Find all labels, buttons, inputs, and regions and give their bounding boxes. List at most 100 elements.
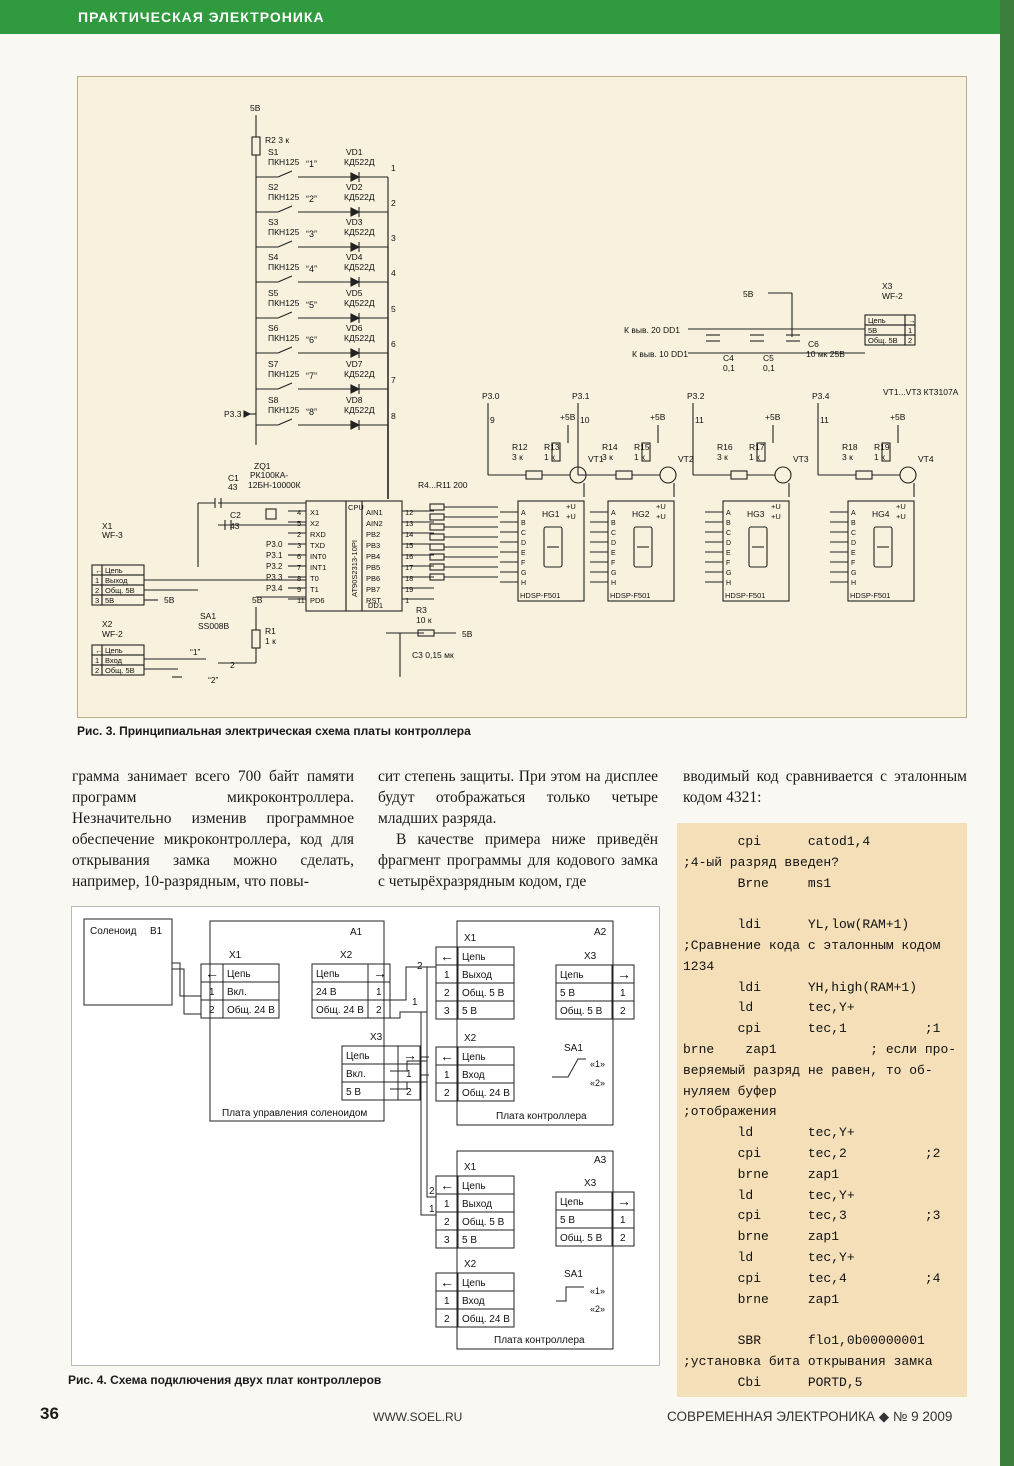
resistor-r3 xyxy=(417,629,435,637)
diode-label: VD7 xyxy=(346,359,363,369)
terminal-label: «1» xyxy=(590,1286,605,1296)
net-number: 4 xyxy=(391,268,396,278)
diode-label: VD2 xyxy=(346,182,363,192)
component-label: 3 к xyxy=(842,452,853,462)
pin-number: 2 xyxy=(417,961,423,972)
code-listing-background xyxy=(677,823,967,1397)
connector-pin: 2 xyxy=(209,1005,215,1016)
diode-symbol xyxy=(350,207,361,217)
connector-cell xyxy=(101,594,145,606)
pin-label: X1 xyxy=(310,508,319,517)
connector-text: 5 В xyxy=(560,988,575,999)
connector-pin: 1 xyxy=(620,1215,626,1226)
connector-cell xyxy=(457,1000,515,1020)
port-label: P3.3 xyxy=(224,409,242,419)
connector-title: X3 xyxy=(584,1178,597,1189)
component-label: РК100КА- xyxy=(250,470,288,480)
diode-label: VD3 xyxy=(346,217,363,227)
paragraph: сит степень защиты. При этом на дисплее … xyxy=(378,768,658,827)
connector-cell xyxy=(222,999,280,1019)
net-number: 1 xyxy=(391,163,396,173)
connector-label: X1 xyxy=(102,521,113,531)
connector-text: Общ. 5В xyxy=(105,666,135,675)
connector-text: Общ. 5В xyxy=(868,336,898,345)
terminal-label: “1” xyxy=(190,647,201,657)
transistor-symbol xyxy=(569,466,587,484)
resistor xyxy=(756,442,766,462)
section-title: ПРАКТИЧЕСКАЯ ЭЛЕКТРОНИКА xyxy=(78,9,325,25)
connector-text: Вход xyxy=(462,1296,485,1307)
component-label: ZQ1 xyxy=(254,461,271,471)
transistor-symbol xyxy=(659,466,677,484)
display-label: HG3 xyxy=(747,509,765,519)
pin-number: 5 xyxy=(297,519,301,528)
resistor-r2 xyxy=(251,136,261,156)
switch-label: S5 xyxy=(268,288,279,298)
diode-type-label: КД522Д xyxy=(344,369,375,379)
display-type-label: HDSP-F501 xyxy=(520,591,560,600)
paragraph: грамма занимает всего 700 байт памяти пр… xyxy=(72,768,354,890)
component-label: 1 к xyxy=(544,452,555,462)
diode-label: VD4 xyxy=(346,252,363,262)
resistor xyxy=(551,442,561,462)
segment-label: B xyxy=(611,520,616,527)
diode-symbol xyxy=(350,420,361,430)
component-label: 0,1 xyxy=(723,363,735,373)
supply-label: +U xyxy=(656,502,666,511)
connector-text: 5 В xyxy=(560,1215,575,1226)
resistor-array-element xyxy=(429,523,445,531)
segment-label: E xyxy=(726,550,731,557)
net-label: К выв. 20 DD1 xyxy=(624,325,680,335)
diode-type-label: КД522Д xyxy=(344,192,375,202)
switch-label: S3 xyxy=(268,217,279,227)
figure3-components xyxy=(91,136,917,676)
display-label: HG2 xyxy=(632,509,650,519)
component-label: 10 к xyxy=(416,615,432,625)
switch-label: S1 xyxy=(268,147,279,157)
diode-symbol xyxy=(350,172,361,182)
pin-number: 9 xyxy=(490,415,495,425)
component-label: C6 xyxy=(808,339,819,349)
segment-label: D xyxy=(726,540,731,547)
switch-type-label: ПКН125 xyxy=(268,262,300,272)
segment-label: G xyxy=(726,570,731,577)
transistor-note: VT1...VT3 КТ3107А xyxy=(883,387,959,397)
switch-contact xyxy=(277,382,293,390)
diode-symbol xyxy=(350,384,361,394)
connector-pin: ← xyxy=(95,566,103,575)
pin-label: PB3 xyxy=(366,541,380,550)
arrow-icon: ← xyxy=(205,965,219,981)
segment-label: D xyxy=(851,540,856,547)
connector-pin: 1 xyxy=(95,656,99,665)
component-label: C1 xyxy=(228,473,239,483)
page-spine xyxy=(1000,0,1014,1466)
paragraph: В качестве примера ниже приведён фрагмен… xyxy=(378,831,658,890)
resistor xyxy=(881,442,891,462)
connector-title: X3 xyxy=(370,1032,383,1043)
connector-text: Вход xyxy=(105,656,123,665)
resistor xyxy=(730,470,748,480)
supply-label: 5В xyxy=(462,629,473,639)
pin-label: PB7 xyxy=(366,585,380,594)
pin-label: RST xyxy=(366,596,381,605)
connector-cell xyxy=(457,1308,515,1328)
pin-number: 14 xyxy=(405,530,413,539)
mcu-right-box xyxy=(361,500,403,612)
connector-title: X3 xyxy=(584,951,597,962)
connector-text: Общ. 24 В xyxy=(227,1004,275,1016)
pin-number: 1 xyxy=(429,1204,435,1215)
pin-number: 12 xyxy=(405,508,413,517)
pin-number: 2 xyxy=(230,660,235,670)
diode-type-label: КД522Д xyxy=(344,298,375,308)
net-number: 2 xyxy=(391,198,396,208)
segment-label: F xyxy=(851,560,855,567)
arrow-icon: ← xyxy=(440,1048,454,1064)
connector-title: X2 xyxy=(464,1033,477,1044)
pin-label: X2 xyxy=(310,519,319,528)
pin-number: 4 xyxy=(297,508,301,517)
terminal-label: «2» xyxy=(590,1304,605,1314)
connector-pin: 3 xyxy=(95,596,99,605)
component-label: R19 xyxy=(874,442,890,452)
